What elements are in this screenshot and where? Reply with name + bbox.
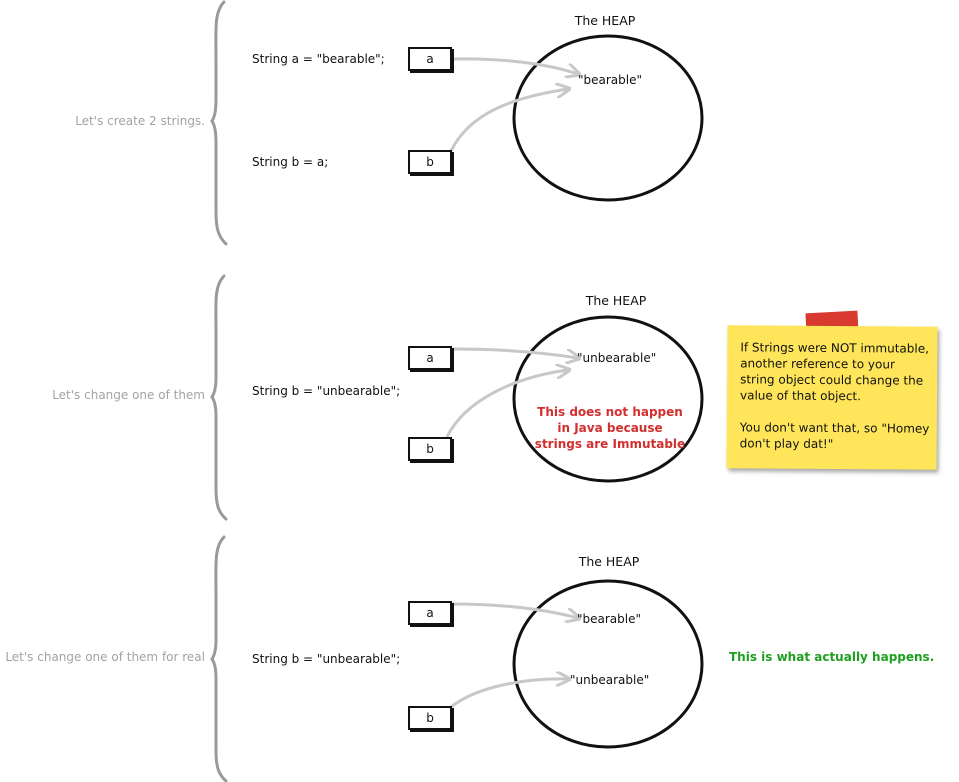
code-line-reassign-b: String b = "unbearable"; (252, 652, 401, 666)
heap-title: The HEAP (574, 13, 636, 28)
arrow-b-to-unbearable-2 (445, 370, 568, 438)
code-line-string-b: String b = a; (252, 155, 329, 169)
heap-circle-2 (512, 315, 704, 483)
reference-box-b: b (408, 437, 452, 461)
section-1-brace (210, 0, 228, 246)
section-2-label: Let's change one of them (52, 388, 205, 402)
heap-string-bearable: "bearable" (578, 73, 643, 87)
code-line-reassign-b: String b = "unbearable"; (252, 384, 401, 398)
section-2-brace (210, 274, 228, 521)
reference-box-a: a (408, 346, 452, 370)
heap-circle-1 (512, 34, 704, 202)
arrow-a-to-bearable-3 (451, 602, 578, 618)
sticky-note-paragraph-1: If Strings were NOT immutable, another r… (739, 340, 930, 404)
arrow-a-to-bearable-1 (451, 57, 578, 74)
section-3-brace (210, 535, 228, 782)
heap-string-unbearable: "unbearable" (577, 351, 657, 365)
sticky-note-paragraph-2: You don't want that, so "Homey don't pla… (739, 420, 930, 452)
heap-string-unbearable: "unbearable" (570, 673, 650, 687)
heap-title: The HEAP (585, 293, 647, 308)
reference-box-a: a (408, 601, 452, 625)
section-3-label: Let's change one of them for real (5, 650, 205, 664)
arrow-b-to-unbearable-3 (450, 679, 568, 709)
reference-box-b: b (408, 150, 452, 174)
heap-string-bearable: "bearable" (577, 612, 642, 626)
code-line-string-a: String a = "bearable"; (252, 52, 385, 66)
immutability-warning: This does not happen in Java because str… (534, 405, 686, 451)
section-1-label: Let's create 2 strings. (75, 114, 205, 128)
arrow-a-to-unbearable-2 (451, 347, 578, 358)
actual-behavior-note: This is what actually happens. (729, 650, 935, 664)
reference-box-b: b (408, 706, 452, 730)
heap-title: The HEAP (578, 554, 640, 569)
heap-circle-3 (512, 579, 704, 749)
sticky-note: If Strings were NOT immutable, another r… (726, 325, 938, 470)
arrow-b-to-bearable-1 (449, 89, 568, 152)
sticky-note-text: If Strings were NOT immutable, another r… (740, 339, 933, 452)
reference-box-a: a (408, 47, 452, 71)
